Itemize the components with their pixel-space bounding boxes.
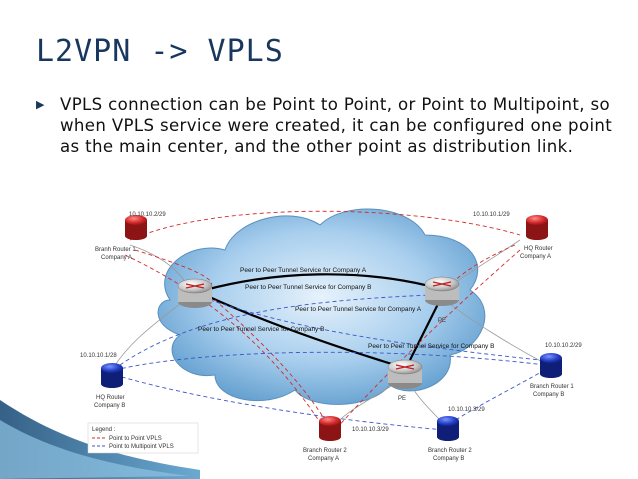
label-branch1-company-b-line2: Company B xyxy=(533,392,564,398)
tunnel-label-2: Peer to Peer Tunnel Service for Company … xyxy=(245,284,371,291)
label-branch2-company-b-line1: Branch Router 2 xyxy=(428,448,472,454)
router-icon-hq-company-a xyxy=(526,215,548,240)
legend-title: Legend : xyxy=(92,427,116,433)
label-branch2-company-a-line1: Branch Router 2 xyxy=(303,448,347,454)
pe-router-left xyxy=(177,278,213,308)
router-icon-hq-company-b xyxy=(101,363,123,388)
decorative-wave-light xyxy=(0,420,190,479)
label-hq-company-a-line2: Company A xyxy=(520,254,551,260)
label-branch1-company-b-line1: Branch Router 1 xyxy=(530,384,574,390)
ip-hq-company-a: 10.10.10.1/29 xyxy=(473,212,510,218)
pe-label-right: PE xyxy=(438,318,446,324)
pe-label-bottom: PE xyxy=(398,396,406,402)
ip-branch2-company-a: 10.10.10.3/29 xyxy=(352,427,389,433)
ip-branch1-company-a: 10.10.10.2/29 xyxy=(129,212,166,218)
ip-branch1-company-b: 10.10.10.2/29 xyxy=(545,343,582,349)
tunnel-label-1: Peer to Peer Tunnel Service for Company … xyxy=(240,267,367,274)
legend-item-p2mp: Point to Multipoint VPLS xyxy=(109,444,174,450)
provider-cloud xyxy=(157,208,486,405)
router-icon-branch1-company-a xyxy=(125,215,147,240)
legend: Legend : Point to Point VPLS Point to Mu… xyxy=(87,422,199,454)
label-branch2-company-a-line2: Company A xyxy=(308,456,339,462)
label-branch2-company-b-line2: Company B xyxy=(433,456,464,462)
triangle-right-icon: ▶ xyxy=(36,98,45,111)
slide-title: L2VPN -> VPLS xyxy=(36,34,284,69)
ip-hq-company-b: 10.10.10.1/28 xyxy=(80,353,117,359)
tunnel-label-3: Peer to Peer Tunnel Service for Company … xyxy=(295,306,422,313)
ip-branch2-company-b: 10.10.10.3/29 xyxy=(448,407,485,413)
router-icon-branch1-company-b xyxy=(540,353,562,378)
tunnel-label-5: Peer to Peer Tunnel Service for Company … xyxy=(368,343,494,350)
label-branch1-company-a-line2: Company A xyxy=(101,255,132,261)
legend-item-p2p: Point to Point VPLS xyxy=(109,436,162,442)
vpls-network-diagram: Peer to Peer Tunnel Service for Company … xyxy=(0,208,582,479)
label-hq-company-a-line1: HQ Router xyxy=(524,246,553,252)
bullet-text: VPLS connection can be Point to Point, o… xyxy=(60,95,613,156)
label-hq-company-b-line1: HQ Router xyxy=(96,395,125,401)
router-icon-branch2-company-a xyxy=(319,416,341,441)
label-hq-company-b-line2: Company B xyxy=(94,403,125,409)
tunnel-label-4: Peer to Peer Tunnel Service for Company … xyxy=(198,326,324,333)
pe-router-bottom xyxy=(387,359,423,389)
label-branch1-company-a-line1: Branh Router 1 xyxy=(95,247,136,253)
router-icon-branch2-company-b xyxy=(437,416,459,441)
pe-router-right xyxy=(424,276,460,306)
